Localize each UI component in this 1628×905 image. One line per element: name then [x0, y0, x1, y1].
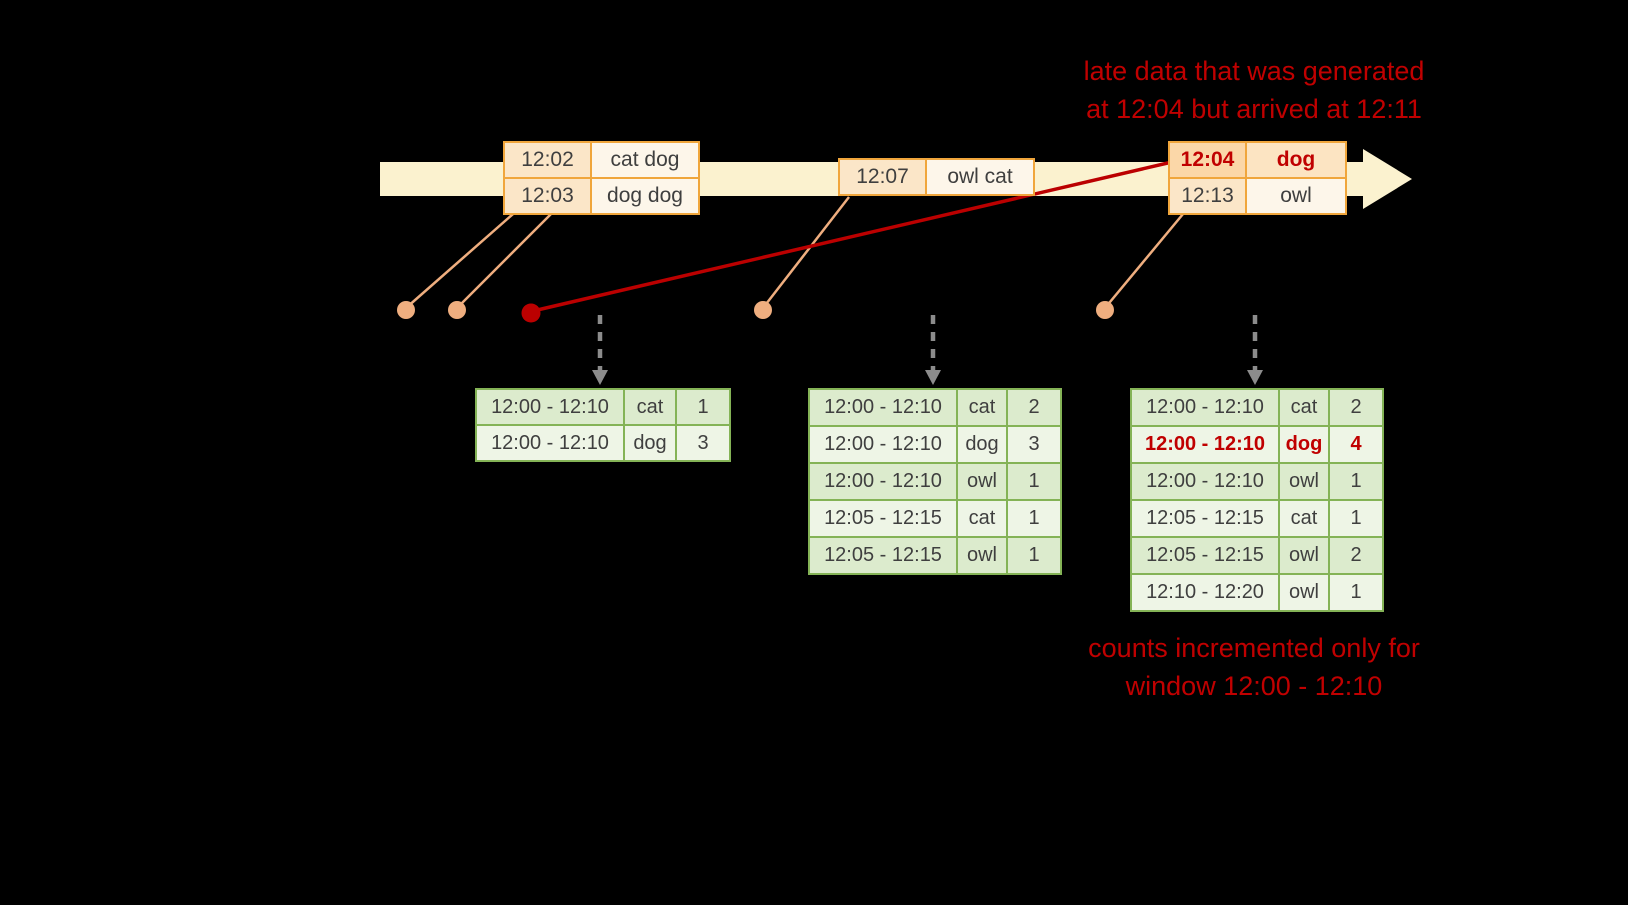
- event-connector-line: [1104, 213, 1184, 309]
- table-row: 12:05 - 12:15 cat 1: [1132, 501, 1382, 536]
- count-cell: 2: [1330, 538, 1382, 573]
- event-time: 12:04: [1170, 143, 1245, 177]
- count-cell: 1: [1008, 464, 1060, 499]
- event-words: owl cat: [927, 160, 1033, 194]
- window-cell: 12:05 - 12:15: [810, 501, 956, 536]
- late-event-dot: [521, 303, 541, 323]
- event-box-1207: 12:07 owl cat: [838, 158, 1035, 196]
- event-words: dog: [1247, 143, 1345, 177]
- late-data-line: [532, 160, 1173, 313]
- event-words: dog dog: [592, 179, 698, 213]
- counts-annotation: counts incremented only for window 12:00…: [1004, 629, 1504, 705]
- event-dot: [397, 301, 415, 319]
- event-time: 12:13: [1170, 179, 1245, 213]
- window-cell: 12:00 - 12:10: [477, 390, 623, 424]
- trigger-arrowhead: [925, 370, 941, 385]
- counts-annotation-line1: counts incremented only for: [1088, 633, 1420, 663]
- table-row: 12:00 - 12:10 cat 2: [810, 390, 1060, 425]
- late-data-annotation-line2: at 12:04 but arrived at 12:11: [1086, 94, 1422, 124]
- table-row: 12:00 - 12:10 cat 1: [477, 390, 729, 424]
- window-cell: 12:05 - 12:15: [1132, 538, 1278, 573]
- count-cell: 3: [1008, 427, 1060, 462]
- table-row: 12:00 - 12:10 owl 1: [1132, 464, 1382, 499]
- count-cell: 1: [1330, 575, 1382, 610]
- word-cell: owl: [1280, 464, 1328, 499]
- window-cell: 12:00 - 12:10: [810, 427, 956, 462]
- window-cell: 12:00 - 12:10: [1132, 464, 1278, 499]
- table-row: 12:00 - 12:10 owl 1: [810, 464, 1060, 499]
- word-cell: dog: [958, 427, 1006, 462]
- event-row: 12:07 owl cat: [840, 160, 1033, 194]
- event-connector-line: [456, 213, 552, 309]
- window-cell: 12:00 - 12:10: [810, 390, 956, 425]
- event-dot: [448, 301, 466, 319]
- word-cell: owl: [958, 464, 1006, 499]
- window-cell: 12:00 - 12:10: [1132, 427, 1278, 462]
- word-cell: cat: [625, 390, 675, 424]
- event-time: 12:03: [505, 179, 590, 213]
- event-dot: [1096, 301, 1114, 319]
- event-words: owl: [1247, 179, 1345, 213]
- word-cell: cat: [1280, 390, 1328, 425]
- count-cell: 1: [1330, 501, 1382, 536]
- counts-annotation-line2: window 12:00 - 12:10: [1125, 671, 1383, 701]
- trigger-arrowhead: [592, 370, 608, 385]
- count-cell: 1: [677, 390, 729, 424]
- word-cell: cat: [958, 501, 1006, 536]
- result-table-2: 12:00 - 12:10 cat 2 12:00 - 12:10 dog 3 …: [808, 388, 1062, 575]
- event-row: 12:13 owl: [1170, 179, 1345, 213]
- window-cell: 12:00 - 12:10: [1132, 390, 1278, 425]
- table-row: 12:05 - 12:15 owl 2: [1132, 538, 1382, 573]
- event-time: 12:07: [840, 160, 925, 194]
- word-cell: owl: [1280, 575, 1328, 610]
- event-time: 12:02: [505, 143, 590, 177]
- count-cell: 2: [1008, 390, 1060, 425]
- table-row: 12:00 - 12:10 dog 3: [810, 427, 1060, 462]
- word-cell: cat: [1280, 501, 1328, 536]
- late-data-annotation-line1: late data that was generated: [1083, 56, 1425, 86]
- event-connector-line: [405, 213, 514, 309]
- count-cell: 1: [1330, 464, 1382, 499]
- window-cell: 12:05 - 12:15: [1132, 501, 1278, 536]
- window-cell: 12:00 - 12:10: [810, 464, 956, 499]
- word-cell: dog: [625, 426, 675, 460]
- window-cell: 12:00 - 12:10: [477, 426, 623, 460]
- word-cell: cat: [958, 390, 1006, 425]
- count-cell: 1: [1008, 538, 1060, 573]
- event-row: 12:03 dog dog: [505, 179, 698, 213]
- word-cell: owl: [958, 538, 1006, 573]
- event-box-1204-1213: 12:04 dog 12:13 owl: [1168, 141, 1347, 215]
- count-cell: 3: [677, 426, 729, 460]
- event-dot: [754, 301, 772, 319]
- late-data-annotation: late data that was generated at 12:04 bu…: [1004, 52, 1504, 128]
- window-cell: 12:10 - 12:20: [1132, 575, 1278, 610]
- table-row: 12:05 - 12:15 cat 1: [810, 501, 1060, 536]
- table-row: 12:10 - 12:20 owl 1: [1132, 575, 1382, 610]
- count-cell: 2: [1330, 390, 1382, 425]
- word-cell: dog: [1280, 427, 1328, 462]
- event-words: cat dog: [592, 143, 698, 177]
- result-table-1: 12:00 - 12:10 cat 1 12:00 - 12:10 dog 3: [475, 388, 731, 462]
- table-row: 12:00 - 12:10 dog 3: [477, 426, 729, 460]
- result-table-3: 12:00 - 12:10 cat 2 12:00 - 12:10 dog 4 …: [1130, 388, 1384, 612]
- event-connector-line: [762, 196, 850, 309]
- count-cell: 4: [1330, 427, 1382, 462]
- word-cell: owl: [1280, 538, 1328, 573]
- event-box-1202-1203: 12:02 cat dog 12:03 dog dog: [503, 141, 700, 215]
- table-row: 12:00 - 12:10 cat 2: [1132, 390, 1382, 425]
- trigger-arrowhead: [1247, 370, 1263, 385]
- table-row: 12:05 - 12:15 owl 1: [810, 538, 1060, 573]
- table-row-late-update: 12:00 - 12:10 dog 4: [1132, 427, 1382, 462]
- event-row: 12:02 cat dog: [505, 143, 698, 177]
- event-row-late: 12:04 dog: [1170, 143, 1345, 177]
- window-cell: 12:05 - 12:15: [810, 538, 956, 573]
- count-cell: 1: [1008, 501, 1060, 536]
